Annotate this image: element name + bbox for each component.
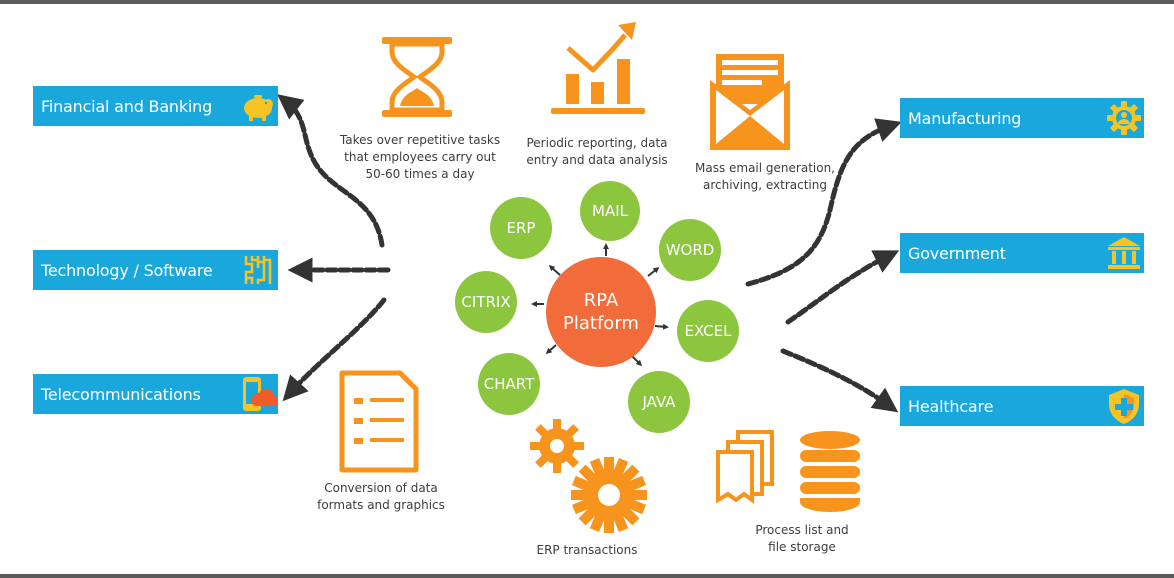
arrow-manufacturing — [745, 118, 902, 287]
rpa-platform-hub: RPA Platform — [546, 257, 656, 367]
industry-label: Technology / Software — [41, 260, 213, 280]
industry-technology-software: Technology / Software — [33, 250, 278, 290]
caption-erp-transactions: ERP transactions — [536, 543, 638, 557]
spoke-excel — [654, 323, 669, 330]
arrow-telecom — [282, 297, 387, 402]
caption-periodic-reporting: Periodic reporting, data entry and data … — [526, 136, 668, 167]
phone-cloud-icon — [238, 374, 278, 414]
caption-data-conversion: Conversion of data formats and graphics — [317, 481, 445, 512]
industry-financial-banking: Financial and Banking — [33, 86, 278, 126]
spoke-erp — [548, 265, 561, 276]
health-shield-icon — [1104, 386, 1144, 426]
industry-healthcare: Healthcare — [900, 386, 1144, 426]
industry-label: Healthcare — [908, 396, 994, 416]
arrow-government — [785, 250, 900, 325]
industry-telecommunications: Telecommunications — [33, 374, 278, 414]
spoke-chart — [545, 344, 557, 354]
circuit-chip-icon — [238, 250, 278, 290]
industry-label: Government — [908, 243, 1006, 263]
industry-label: Manufacturing — [908, 108, 1022, 128]
industry-manufacturing: Manufacturing — [900, 98, 1144, 138]
database-icon — [800, 431, 860, 512]
hub-title-line1: RPA — [583, 290, 619, 311]
growth-chart-icon — [551, 22, 645, 114]
industry-label: Telecommunications — [41, 384, 201, 404]
caption-repetitive-tasks: Takes over repetitive tasks that employe… — [339, 133, 501, 181]
node-chart: CHART — [478, 353, 540, 415]
caption-process-list: Process list and file storage — [755, 523, 849, 554]
hourglass-icon — [382, 37, 452, 117]
gear-person-icon — [1104, 98, 1144, 138]
spoke-java — [631, 355, 643, 367]
spoke-word — [647, 267, 660, 277]
industry-label: Financial and Banking — [41, 96, 213, 116]
gears-icon — [530, 419, 647, 533]
envelope-icon — [710, 54, 790, 150]
node-mail: MAIL — [580, 181, 640, 241]
files-icon — [716, 430, 774, 504]
arrow-financial — [277, 94, 385, 248]
government-building-icon — [1104, 233, 1144, 273]
node-erp: ERP — [490, 197, 552, 259]
node-word: WORD — [659, 219, 721, 281]
document-list-icon — [339, 370, 419, 473]
industry-government: Government — [900, 233, 1144, 273]
arrow-healthcare — [780, 348, 899, 413]
hub-title-line2: Platform — [563, 313, 639, 334]
piggy-bank-icon — [238, 86, 278, 126]
caption-mass-email: Mass email generation, archiving, extrac… — [694, 161, 835, 192]
node-java: JAVA — [628, 371, 690, 433]
node-citrix: CITRIX — [455, 271, 517, 333]
node-excel: EXCEL — [677, 300, 739, 362]
